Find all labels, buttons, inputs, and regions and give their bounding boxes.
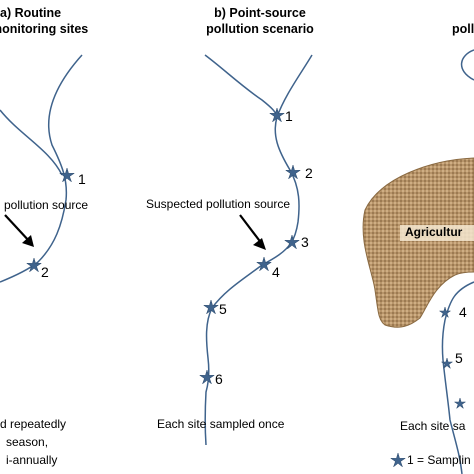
site-star-c6 <box>453 397 467 410</box>
site-star-c4 <box>438 306 452 319</box>
panel-b-arrowhead <box>253 238 266 250</box>
panel-a-arrowhead <box>22 235 34 247</box>
site-star-c5 <box>440 357 454 370</box>
panel-b-site-label-5: 5 <box>219 301 227 317</box>
panel-b-source-arrow <box>239 214 263 245</box>
panel-c-site-label-5: 5 <box>455 350 463 366</box>
panel-a-footer-line2: season, <box>6 435 49 449</box>
legend-star-icon <box>389 452 407 468</box>
panel-b-site-label-6: 6 <box>215 371 223 387</box>
panel-a-site-label-2: 2 <box>41 264 49 280</box>
agriculture-field <box>362 157 474 328</box>
panel-a-river-main <box>0 54 83 283</box>
site-star-b3 <box>283 234 301 250</box>
panel-b-site-label-2: 2 <box>305 165 313 181</box>
panel-a-title-line1: a) Routine <box>0 6 62 20</box>
site-star-a2 <box>25 257 43 273</box>
site-star-a1 <box>58 167 76 183</box>
panel-b-source-label: Suspected pollution source <box>146 197 291 211</box>
panel-b-river-tributary-1 <box>204 54 278 118</box>
site-star-b4 <box>255 256 273 272</box>
site-star-b6 <box>198 369 216 385</box>
panel-c-title-fragment: poll <box>452 22 474 36</box>
panel-b-site-label-3: 3 <box>301 234 309 250</box>
panel-a-river-tributary <box>0 109 63 176</box>
panel-a-site-label-1: 1 <box>78 171 86 187</box>
site-star-b5 <box>202 299 220 315</box>
agriculture-label-box <box>400 225 474 241</box>
panel-b-title-line1: b) Point-source <box>214 6 306 20</box>
legend-text: 1 = Samplin <box>407 453 471 467</box>
panel-a-footer-line3: i-annually <box>6 453 58 467</box>
agriculture-label: Agricultur <box>405 225 463 239</box>
panel-a-source-label: pollution source <box>4 198 89 212</box>
panel-a-title-line2: monitoring sites <box>0 22 89 36</box>
site-star-b1 <box>268 107 286 123</box>
site-star-b2 <box>284 164 302 180</box>
panel-b-title-line2: pollution scenario <box>206 22 314 36</box>
panel-c-site-label-4: 4 <box>459 304 467 320</box>
panel-a-source-arrow <box>4 214 31 243</box>
panel-c-footer: Each site sa <box>400 419 466 433</box>
panel-b-footer: Each site sampled once <box>157 417 285 431</box>
panel-b-site-label-1: 1 <box>285 108 293 124</box>
panel-c-river-upstream <box>460 49 474 81</box>
panel-c-river-main <box>441 281 474 474</box>
panel-b-site-label-4: 4 <box>272 264 280 280</box>
panel-a-footer-line1: d repeatedly <box>0 417 67 431</box>
